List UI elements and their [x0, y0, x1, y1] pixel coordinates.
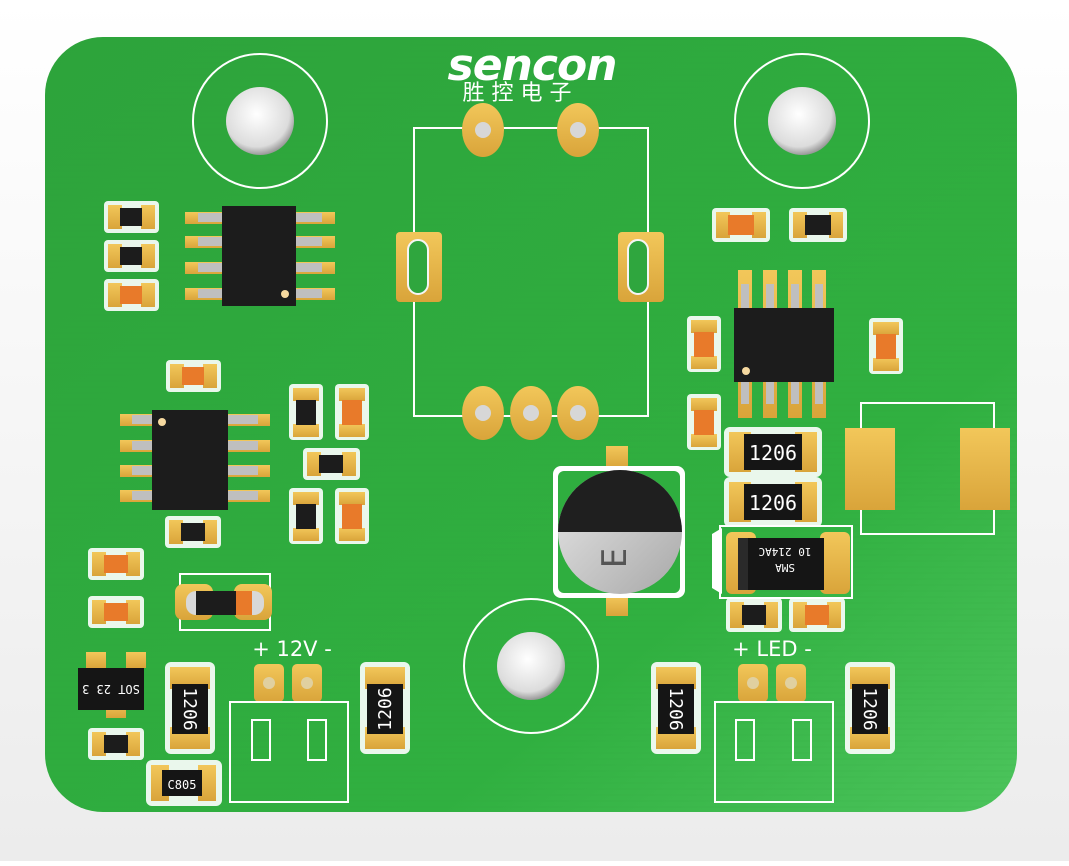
brand-logo-text: sencon: [448, 40, 617, 91]
resistor-label: 1206: [375, 687, 396, 730]
diode-axial: [175, 573, 272, 631]
capacitor-0805: C805: [146, 760, 222, 806]
connector-led: + LED -: [714, 637, 834, 803]
brand-logo: sencon 胜 控 电 子: [448, 40, 618, 106]
resistor-1206-bottom-4: 1206: [845, 662, 895, 754]
resistor-1206-bottom-2: 1206: [360, 662, 410, 754]
connector-12v: + 12V -: [229, 637, 349, 803]
electrolytic-capacitor: E: [553, 446, 685, 616]
power-input-label: + 12V -: [252, 637, 332, 661]
mounting-hole-top-right: [734, 53, 870, 189]
brand-chinese-text: 胜 控 电 子: [463, 81, 572, 106]
capacitor-label: C805: [168, 778, 197, 792]
transistor-sot23: SOT 23 3: [78, 652, 146, 718]
mounting-hole-icon: [497, 632, 565, 700]
resistor-label: 1206: [859, 687, 880, 730]
resistor-1206-bottom-1: 1206: [165, 662, 215, 754]
capacitor-mark: E: [595, 548, 635, 568]
pin-one-dot-icon: [281, 290, 289, 298]
diode-label: SMA: [775, 561, 795, 574]
transistor-label: SOT 23 3: [82, 682, 140, 696]
smd-0603-cluster-center: [165, 360, 369, 548]
ic-u3: [734, 270, 834, 418]
diode-code: 10 214AC: [759, 545, 812, 558]
resistor-1206-right-bottom: 1206: [724, 477, 822, 527]
ic-u2: [120, 410, 270, 510]
smd-0603-column-left: [104, 201, 159, 311]
ic-u1: [185, 206, 335, 306]
resistor-label: 1206: [749, 491, 797, 515]
resistor-1206-bottom-3: 1206: [651, 662, 701, 754]
mounting-hole-icon: [768, 87, 836, 155]
resistor-label: 1206: [749, 441, 797, 465]
led-output-label: + LED -: [732, 637, 812, 661]
resistor-label: 1206: [179, 687, 200, 730]
smd-0603-left-lower: [88, 548, 144, 760]
diode-sma: SMA 10 214AC: [712, 525, 853, 599]
transformer-footprint: [396, 103, 664, 440]
inductor-footprint: [845, 402, 1010, 535]
mounting-hole-top-left: [192, 53, 328, 189]
resistor-label: 1206: [665, 687, 686, 730]
pin-one-dot-icon: [158, 418, 166, 426]
smd-0603-right: [687, 208, 903, 632]
pin-one-dot-icon: [742, 367, 750, 375]
mounting-hole-icon: [226, 87, 294, 155]
mounting-hole-bottom: [463, 598, 599, 734]
resistor-1206-right-top: 1206: [724, 427, 822, 477]
